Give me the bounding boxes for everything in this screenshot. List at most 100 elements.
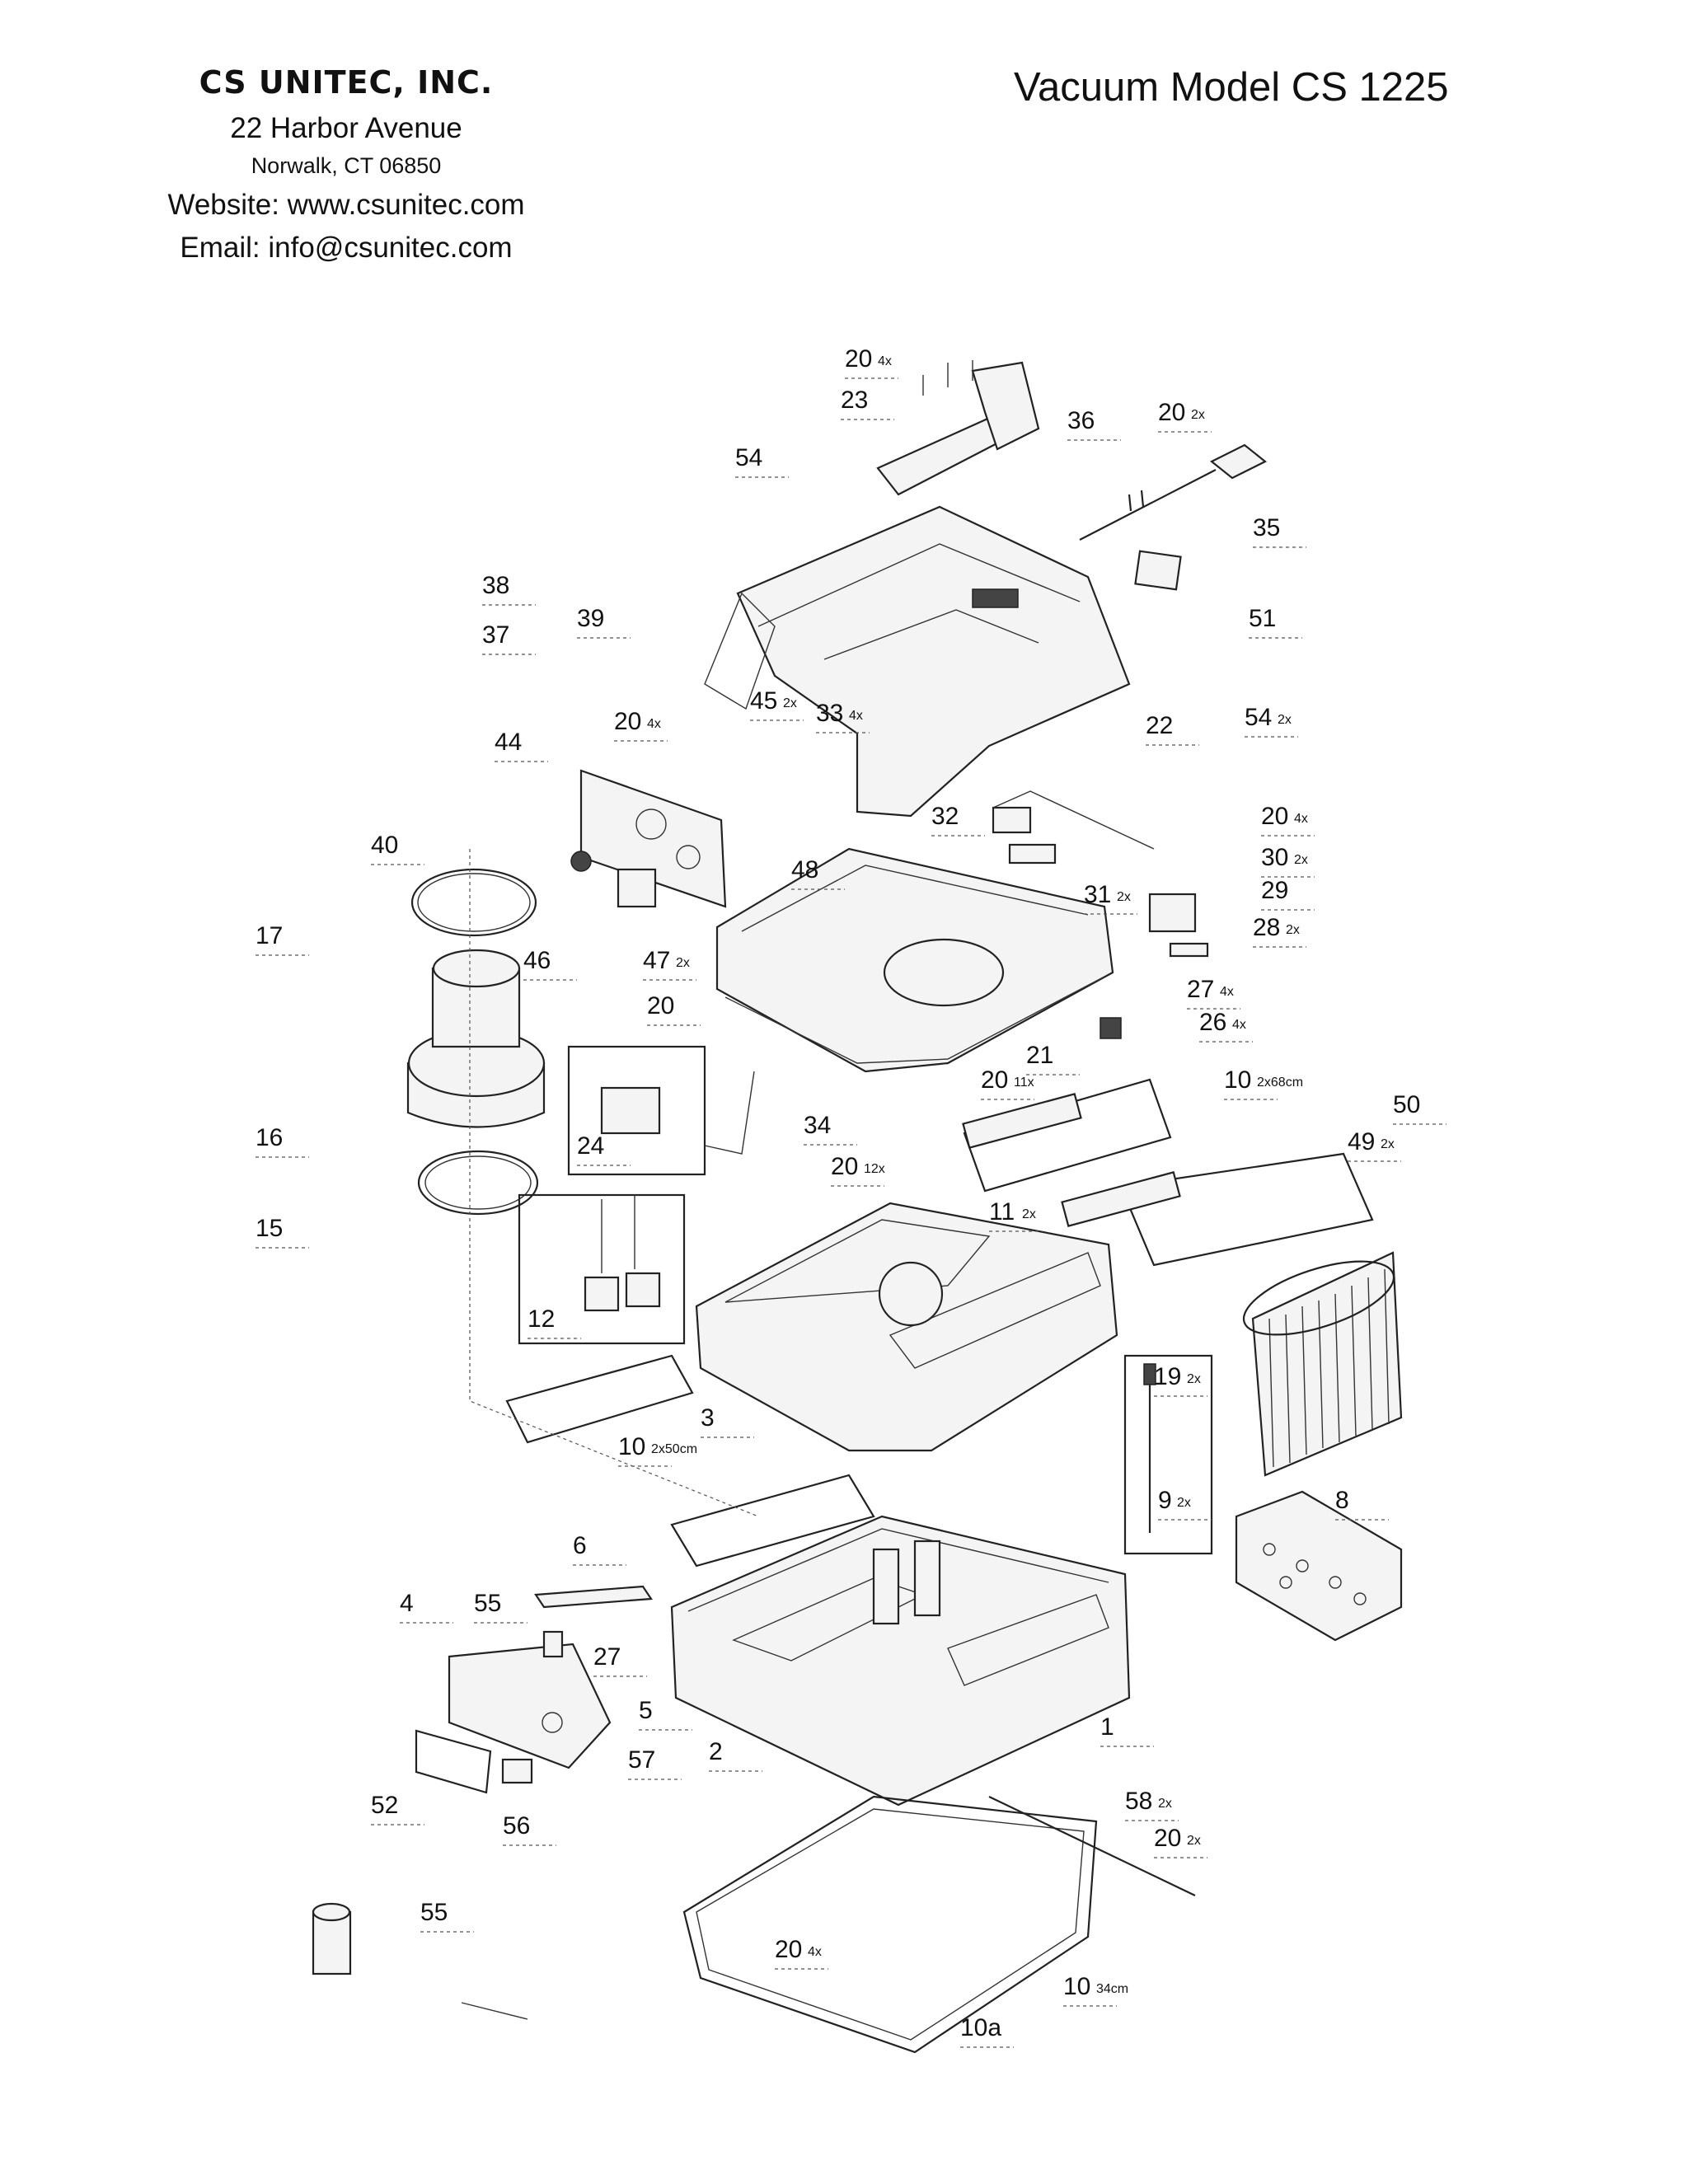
part-10a-bottom-seal xyxy=(682,1795,1196,2054)
part-40-gasket-ring xyxy=(410,868,537,937)
part-52-label xyxy=(415,1729,492,1794)
callout-number: 16 xyxy=(256,1124,283,1151)
callout-number: 33 xyxy=(816,700,843,727)
callout-number: 50 xyxy=(1393,1091,1420,1118)
callout-number: 20 xyxy=(1154,1825,1181,1852)
callout-quantity: 4x xyxy=(849,709,863,723)
callout-number: 10a xyxy=(960,2014,1001,2041)
callout-number: 39 xyxy=(577,605,604,632)
callout-quantity: 2x xyxy=(1158,1797,1172,1811)
callout-c29: 29 xyxy=(1261,877,1315,911)
callout-number: 6 xyxy=(573,1532,587,1559)
callout-number: 21 xyxy=(1026,1042,1053,1069)
address-street: 22 Harbor Avenue xyxy=(230,112,462,144)
part-6-strip xyxy=(534,1585,653,1609)
callout-number: 26 xyxy=(1199,1009,1226,1036)
part-23-handle xyxy=(876,360,1040,496)
part-3-middle-frame xyxy=(695,1202,1118,1452)
callout-number: 10 xyxy=(1224,1066,1251,1094)
callout-number: 20 xyxy=(614,708,641,735)
callout-c32: 32 xyxy=(931,803,985,837)
callout-number: 24 xyxy=(577,1132,604,1160)
callout-number: 28 xyxy=(1253,914,1280,941)
part-37-switch-panel xyxy=(570,769,727,908)
callout-quantity: 4x xyxy=(1294,812,1308,826)
callout-number: 20 xyxy=(647,992,674,1019)
part-21-upper-frame xyxy=(715,847,1114,1073)
callout-c10d: 10a xyxy=(960,2014,1014,2048)
part-22-top-cover xyxy=(704,505,1131,818)
callout-number: 30 xyxy=(1261,844,1288,871)
callout-number: 17 xyxy=(256,922,283,949)
part-10-seal-strips xyxy=(505,1078,1374,1568)
callout-c56: 56 xyxy=(503,1812,556,1846)
callout-number: 20 xyxy=(831,1153,858,1180)
callout-number: 38 xyxy=(482,572,509,599)
callout-number: 22 xyxy=(1146,712,1173,739)
callout-number: 15 xyxy=(256,1215,283,1242)
callout-c57: 57 xyxy=(628,1746,682,1780)
callout-number: 51 xyxy=(1249,605,1276,632)
callout-c26: 26 4x xyxy=(1199,1009,1253,1043)
callout-number: 40 xyxy=(371,832,398,859)
part-55-knob xyxy=(312,1630,564,1975)
callout-c46: 46 xyxy=(523,947,577,981)
leader-lines xyxy=(461,849,759,2020)
part-32-terminal xyxy=(992,790,1209,958)
callout-quantity: 2x xyxy=(1381,1137,1395,1151)
part-35-power-cord xyxy=(1079,443,1268,591)
callout-number: 10 xyxy=(1063,1973,1090,2000)
callout-c5: 5 xyxy=(639,1697,692,1731)
callout-c1: 1 xyxy=(1100,1713,1154,1747)
address-city: Norwalk, CT 06850 xyxy=(251,153,442,178)
callout-c37: 37 xyxy=(482,621,536,655)
part-56-plug xyxy=(501,1758,533,1784)
callout-c22: 22 xyxy=(1146,712,1199,746)
callout-c33: 33 4x xyxy=(816,700,870,733)
callout-number: 20 xyxy=(845,345,872,373)
callout-c55a: 55 xyxy=(474,1590,528,1624)
callout-quantity: 4x xyxy=(808,1945,822,1959)
callout-c24: 24 xyxy=(577,1132,631,1166)
callout-number: 32 xyxy=(931,803,959,830)
callout-c3: 3 xyxy=(701,1404,754,1438)
callout-number: 44 xyxy=(495,729,522,756)
callout-quantity: 4x xyxy=(1232,1018,1246,1032)
callout-number: 10 xyxy=(618,1433,645,1460)
callout-c8: 8 xyxy=(1335,1487,1389,1521)
callout-c20e: 20 xyxy=(647,992,701,1026)
model-title: Vacuum Model CS 1225 xyxy=(1014,65,1449,110)
callout-c20i: 20 4x xyxy=(775,1936,828,1970)
part-15-motor-gasket xyxy=(417,1150,539,1216)
callout-number: 55 xyxy=(420,1899,448,1926)
company-name: CS UNITEC, INC. xyxy=(199,64,494,101)
callout-quantity: 2x xyxy=(1191,408,1205,422)
callout-number: 12 xyxy=(528,1305,555,1333)
website-text: Website: www.csunitec.com xyxy=(167,189,525,221)
part-19-9-rod xyxy=(1123,1354,1213,1555)
part-50-filter xyxy=(1242,1251,1403,1477)
callout-c21: 21 xyxy=(1026,1042,1080,1076)
callout-c16: 16 xyxy=(256,1124,309,1158)
callout-number: 58 xyxy=(1125,1788,1152,1815)
callout-c2: 2 xyxy=(709,1738,762,1772)
callout-quantity: 2x xyxy=(1278,713,1292,727)
callout-c27b: 27 xyxy=(593,1643,647,1677)
callout-number: 54 xyxy=(735,444,762,471)
part-26-capacitor xyxy=(1100,1017,1122,1039)
callout-number: 2 xyxy=(709,1738,723,1765)
callout-quantity: 4x xyxy=(647,717,661,731)
callout-number: 20 xyxy=(775,1936,802,1963)
callout-number: 36 xyxy=(1067,407,1095,434)
